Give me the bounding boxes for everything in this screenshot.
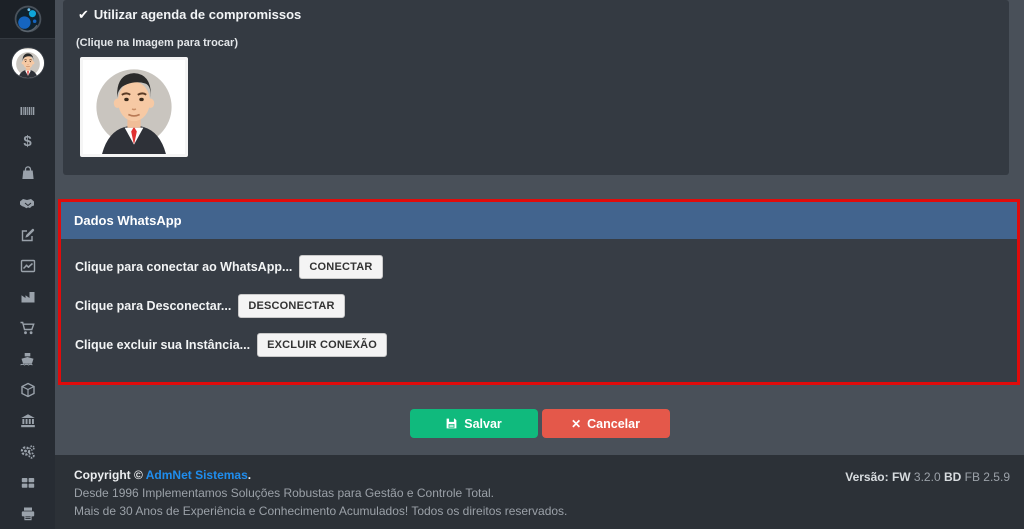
whatsapp-delete-instance-label: Clique excluir sua Instância... [75, 338, 251, 352]
admnet-link[interactable]: AdmNet Sistemas [145, 468, 248, 482]
gears-icon [20, 444, 35, 459]
user-avatar[interactable] [10, 47, 45, 79]
spacer [55, 175, 1024, 199]
barcode-icon [20, 106, 35, 115]
sidebar-item-financial[interactable]: $ [0, 126, 55, 157]
sidebar: $ [0, 0, 55, 529]
save-button[interactable]: Salvar [409, 409, 538, 438]
ship-icon [20, 352, 34, 366]
app-logo[interactable] [0, 0, 55, 40]
footer-copyright-block: Copyright © AdmNet Sistemas. Desde 1996 … [74, 466, 567, 529]
save-button-label: Salvar [464, 416, 502, 431]
whatsapp-panel-body: Clique para conectar ao WhatsApp... CONE… [61, 239, 1017, 357]
sidebar-item-reports[interactable] [0, 250, 55, 281]
cancel-button-label: Cancelar [587, 416, 640, 431]
sidebar-item-edit[interactable] [0, 219, 55, 250]
sidebar-item-production[interactable] [0, 281, 55, 312]
sidebar-item-purchases[interactable] [0, 157, 55, 188]
sidebar-item-sales[interactable] [0, 312, 55, 343]
footer-copyright-line: Copyright © AdmNet Sistemas. [74, 466, 567, 484]
handshake-icon [19, 199, 34, 209]
whatsapp-delete-instance-button[interactable]: EXCLUIR CONEXÃO [257, 333, 388, 357]
sidebar-item-shipping[interactable] [0, 343, 55, 374]
whatsapp-disconnect-row: Clique para Desconectar... DESCONECTAR [75, 294, 1003, 318]
profile-form-card: ✔ Utilizar agenda de compromissos (Cliqu… [63, 0, 1009, 175]
bd-label: BD [943, 470, 962, 484]
orbit-logo-icon [14, 5, 41, 33]
whatsapp-connect-row: Clique para conectar ao WhatsApp... CONE… [75, 255, 1003, 279]
footer-line2: Desde 1996 Implementamos Soluções Robust… [74, 486, 495, 500]
agenda-checkbox-label: Utilizar agenda de compromissos [93, 7, 302, 22]
sidebar-item-print[interactable] [0, 498, 55, 529]
version-label: Versão: [845, 470, 892, 484]
fw-label: FW [891, 470, 911, 484]
whatsapp-connect-button[interactable]: CONECTAR [299, 255, 383, 279]
profile-photo-image [83, 60, 185, 154]
whatsapp-disconnect-label: Clique para Desconectar... [75, 299, 232, 313]
industry-icon [21, 291, 34, 302]
main-content: ✔ Utilizar agenda de compromissos (Cliqu… [55, 0, 1024, 529]
cube-icon [20, 382, 35, 397]
copyright-text: Copyright © [74, 468, 146, 482]
agenda-checkbox[interactable]: ✔ [78, 7, 89, 22]
printer-icon [21, 507, 34, 520]
footer: Copyright © AdmNet Sistemas. Desde 1996 … [55, 455, 1024, 529]
table-grid-icon [21, 477, 34, 488]
shopping-bag-icon [21, 165, 34, 179]
sidebar-item-barcode[interactable] [0, 95, 55, 126]
sidebar-item-bank[interactable] [0, 405, 55, 436]
footer-line3: Mais de 30 Anos de Experiência e Conheci… [74, 504, 568, 518]
sidebar-item-tables[interactable] [0, 467, 55, 498]
fw-value: 3.2.0 [910, 470, 944, 484]
version-info: Versão: FW 3.2.0 BD FB 2.5.9 [845, 466, 1010, 529]
bd-value: FB 2.5.9 [961, 470, 1010, 484]
whatsapp-panel-title: Dados WhatsApp [74, 213, 182, 228]
agenda-checkbox-row: ✔ Utilizar agenda de compromissos [78, 7, 997, 22]
copyright-period: . [247, 468, 252, 482]
whatsapp-delete-instance-row: Clique excluir sua Instância... EXCLUIR … [75, 333, 1003, 357]
form-actions: Salvar ✕ Cancelar [55, 385, 1024, 455]
whatsapp-panel: Dados WhatsApp Clique para conectar ao W… [58, 199, 1020, 385]
sidebar-nav: $ [0, 95, 55, 529]
sidebar-item-stock[interactable] [0, 374, 55, 405]
whatsapp-panel-header: Dados WhatsApp [61, 202, 1017, 239]
cancel-button[interactable]: ✕ Cancelar [541, 409, 670, 438]
user-avatar-icon [11, 49, 44, 79]
shopping-cart-icon [20, 321, 35, 334]
whatsapp-disconnect-button[interactable]: DESCONECTAR [238, 294, 345, 318]
save-icon [446, 418, 457, 429]
dollar-icon: $ [23, 133, 32, 150]
profile-photo[interactable] [80, 57, 188, 157]
sidebar-item-deals[interactable] [0, 188, 55, 219]
edit-icon [21, 228, 34, 241]
image-change-hint: (Clique na Imagem para trocar) [76, 37, 238, 49]
chart-line-icon [20, 259, 35, 272]
sidebar-item-settings[interactable] [0, 436, 55, 467]
bank-icon [20, 413, 35, 427]
cancel-x-icon: ✕ [571, 416, 582, 431]
whatsapp-connect-label: Clique para conectar ao WhatsApp... [75, 260, 293, 274]
